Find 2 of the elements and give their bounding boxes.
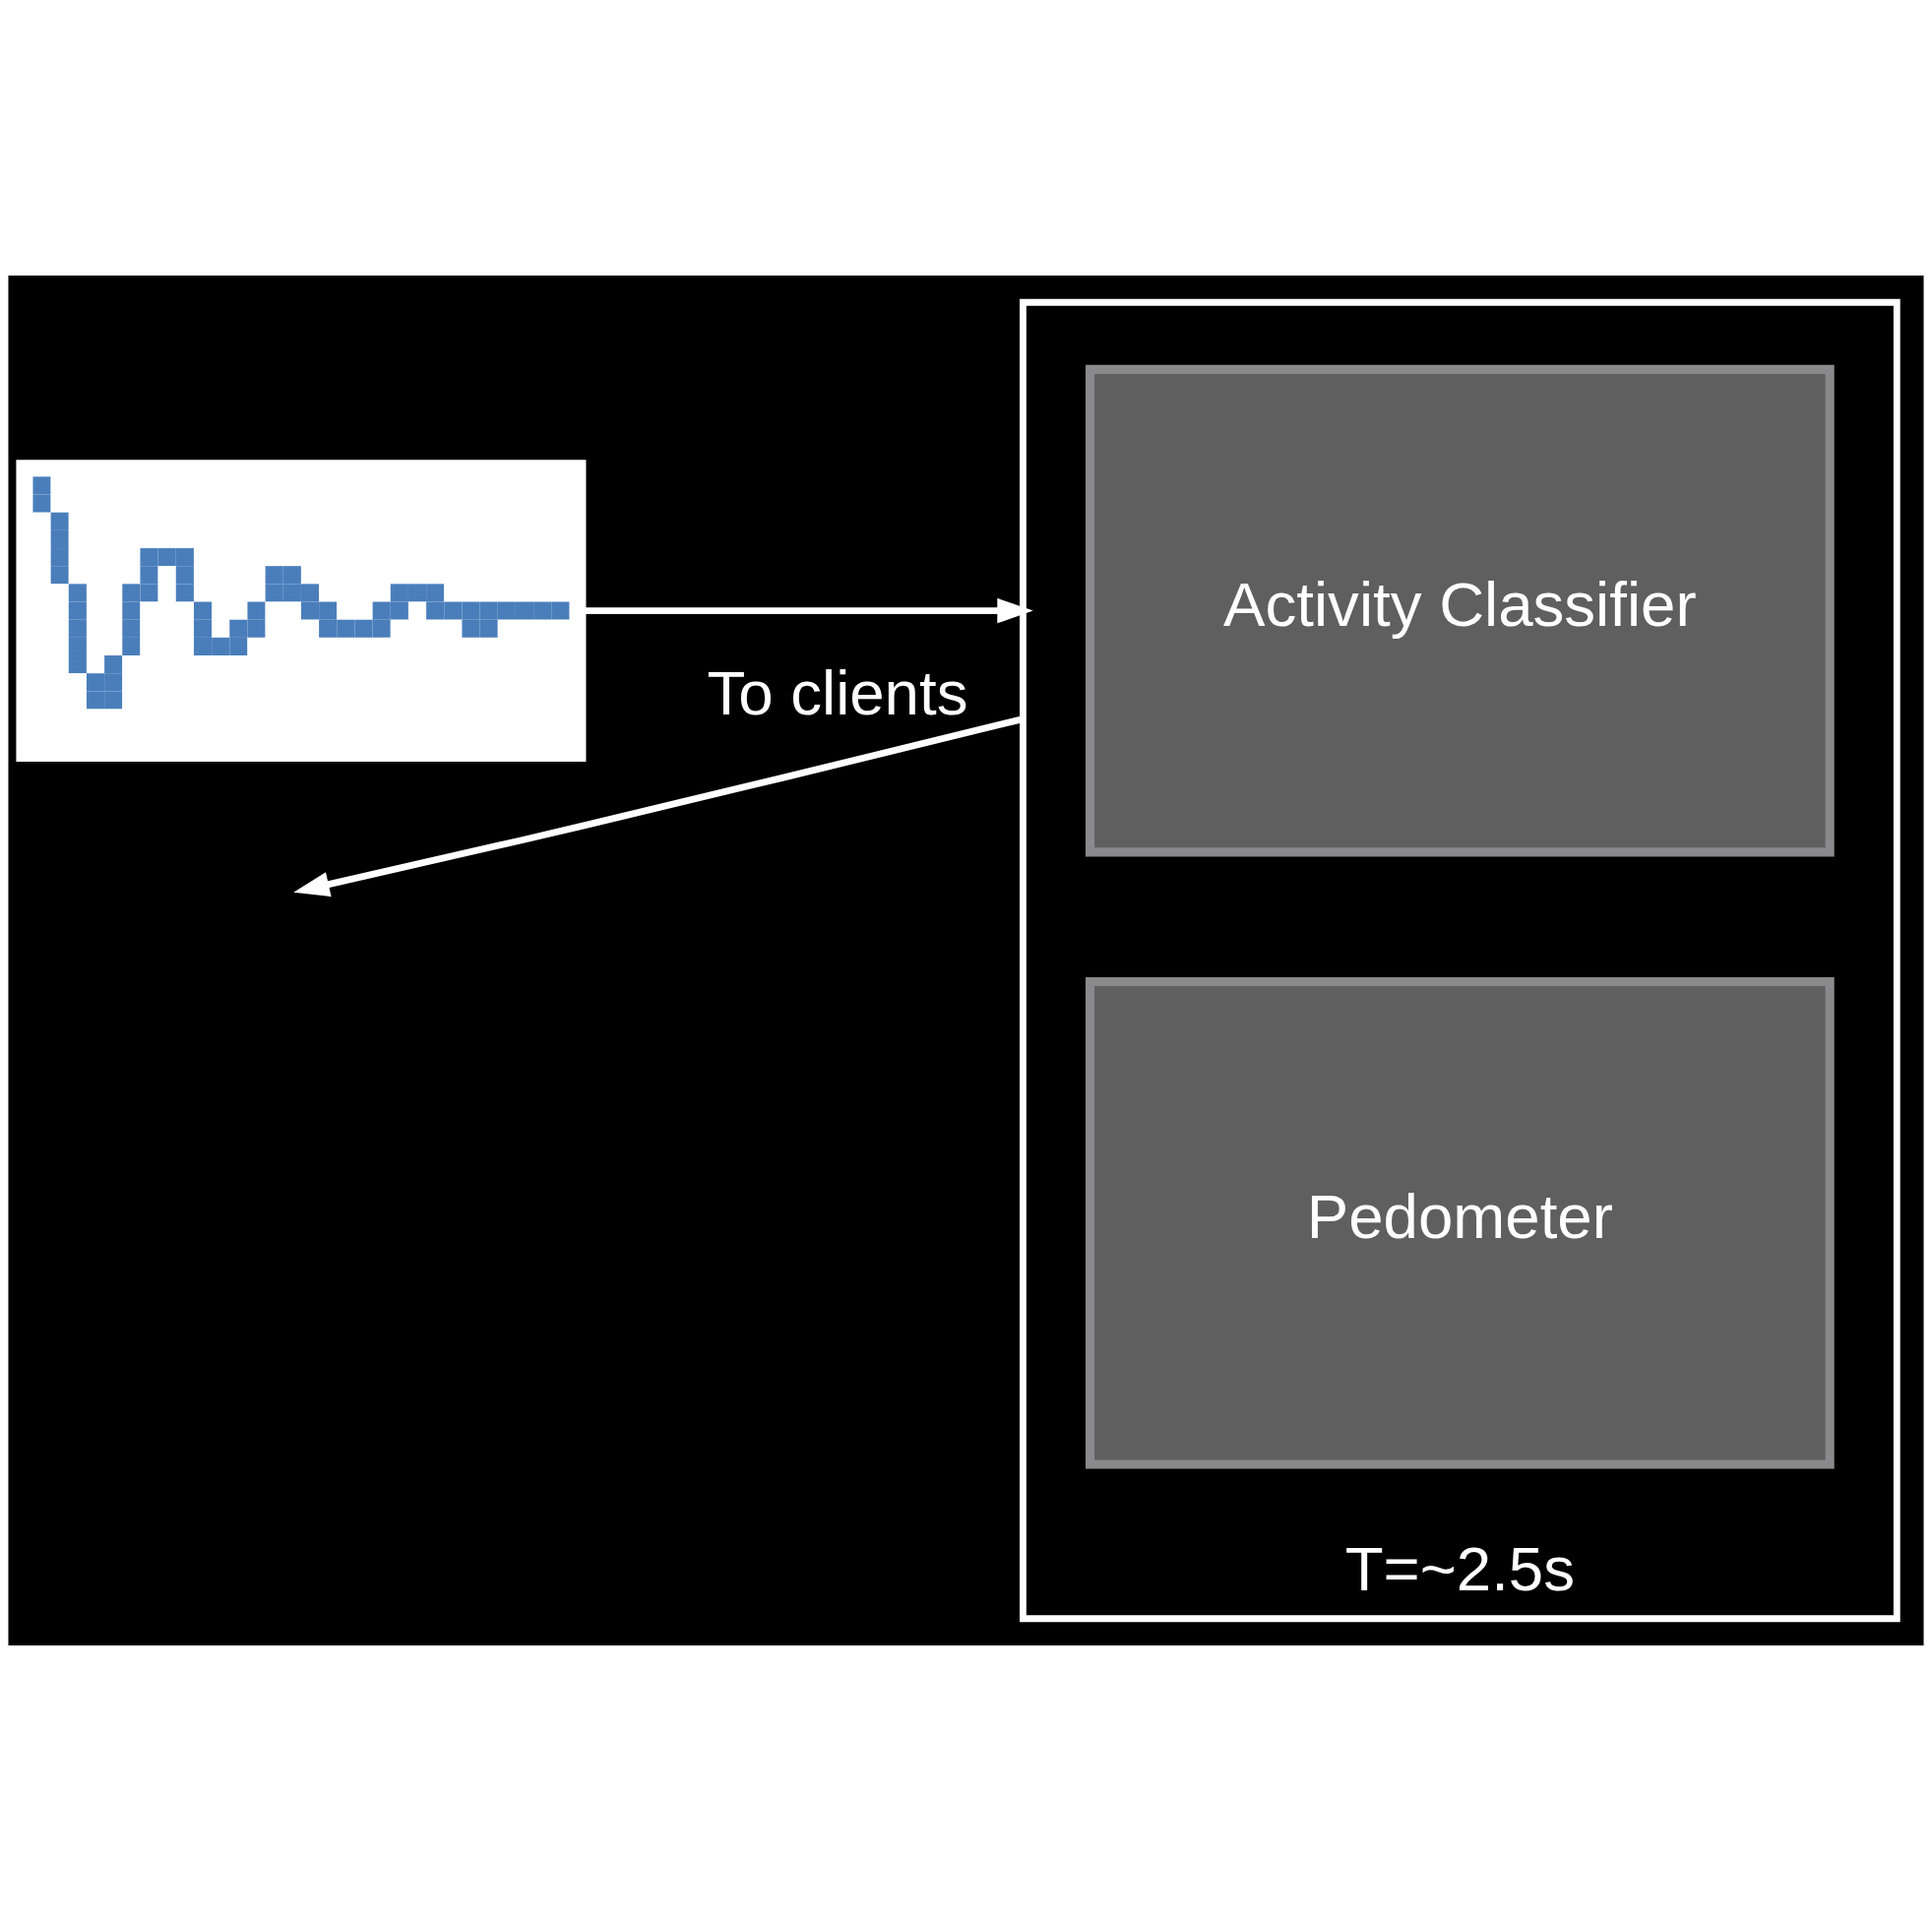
node-label: T=~2.5s bbox=[1344, 1533, 1575, 1604]
edge-label: To clients bbox=[707, 656, 968, 727]
